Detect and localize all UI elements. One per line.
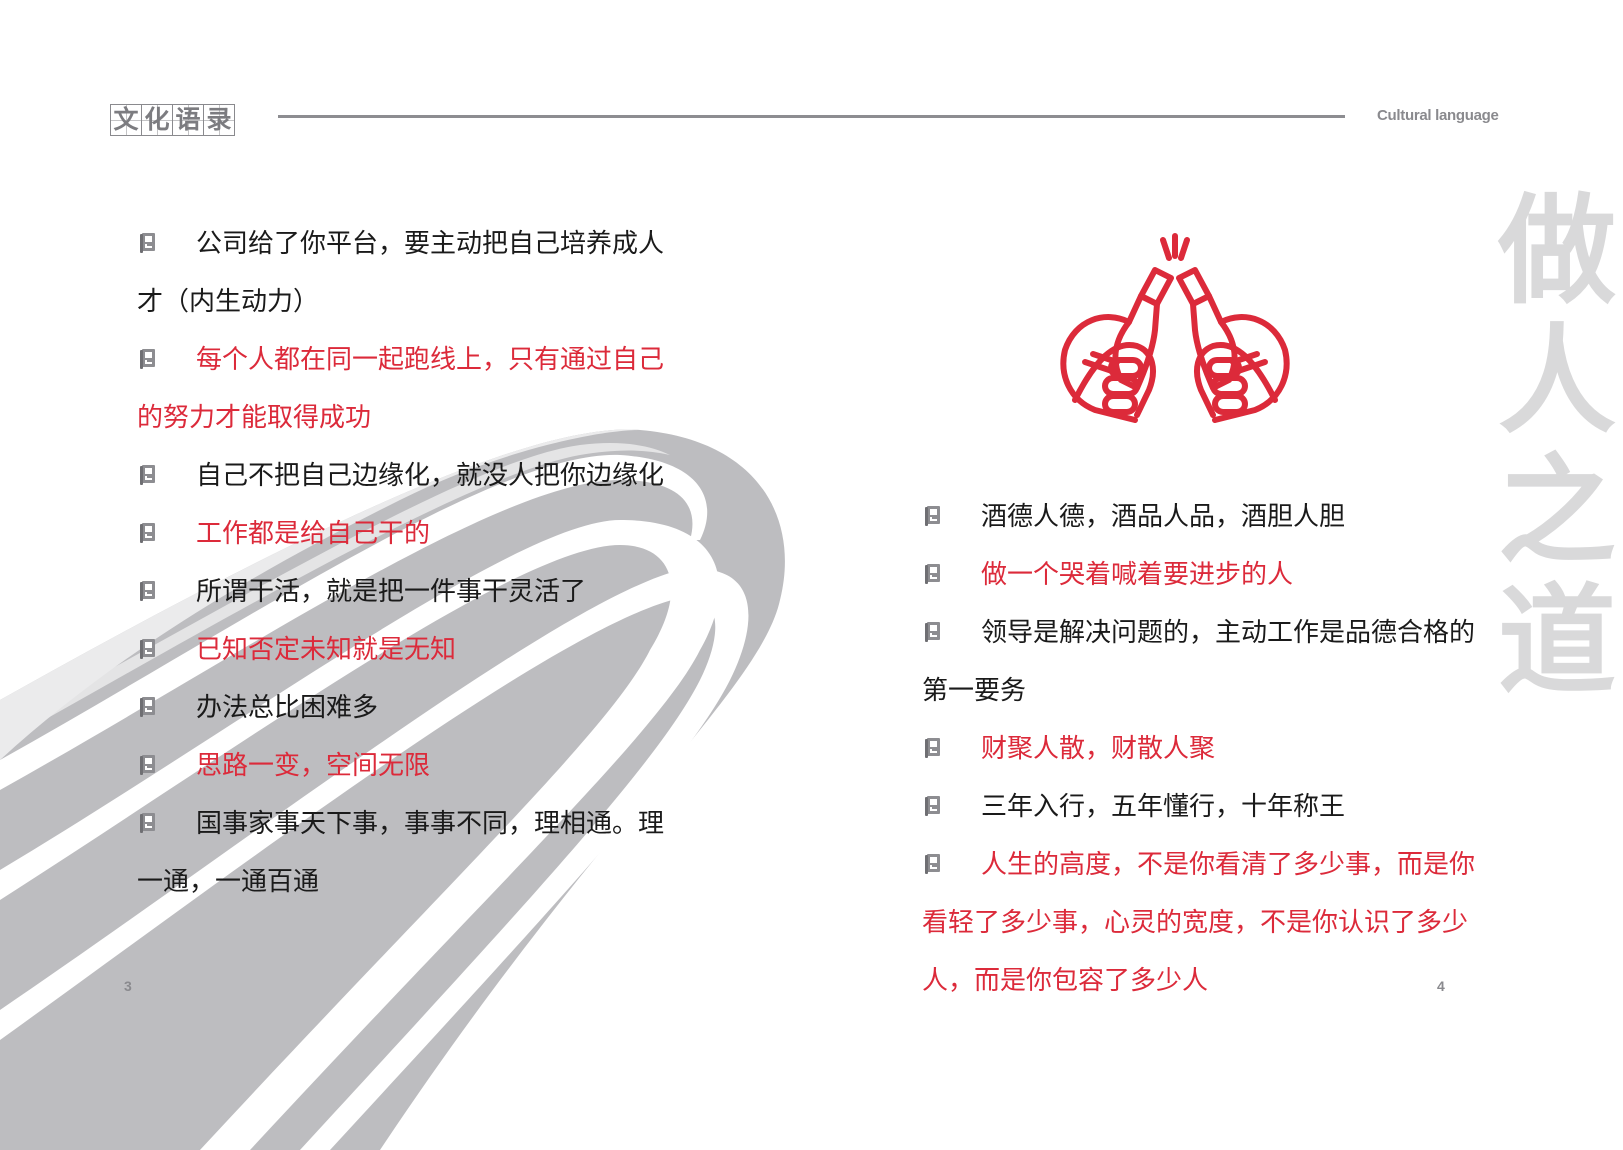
book-bullet-icon [140, 233, 156, 253]
book-bullet-icon [925, 622, 941, 642]
quote-continuation: 的努力才能取得成功 [137, 403, 372, 433]
quote-item: 所谓干活，就是把一件事干灵活了 [140, 563, 710, 621]
quote-item: 财聚人散，财散人聚 [925, 720, 1525, 778]
book-bullet-icon [140, 581, 156, 601]
book-bullet-icon [925, 854, 941, 874]
vertical-title: 做 人 之 道 [1492, 186, 1622, 706]
vertical-title-char: 做 [1497, 181, 1616, 320]
page-number-right: 4 [1437, 978, 1445, 994]
title-char: 语 [172, 104, 204, 136]
book-bullet-icon [140, 639, 156, 659]
quote-item: 办法总比困难多 [140, 679, 710, 737]
page-number-left: 3 [124, 978, 132, 994]
book-bullet-icon [140, 697, 156, 717]
quote-continuation: 第一要务 [922, 676, 1027, 706]
quote-item: 人生的高度，不是你看清了多少事，而是你 [925, 836, 1525, 894]
quote-item: 酒德人德，酒品人品，酒胆人胆 [925, 488, 1525, 546]
book-bullet-icon [140, 349, 156, 369]
vertical-title-char: 道 [1497, 571, 1616, 710]
quote-continuation: 才（内生动力） [137, 287, 320, 317]
quote-continuation: 一通，一通百通 [137, 867, 320, 897]
section-subtitle-en: Cultural language [1377, 107, 1499, 124]
toasting-bottles-icon [1060, 233, 1290, 423]
quote-item: 国事家事天下事，事事不同，理相通。理 [140, 795, 710, 853]
book-bullet-icon [140, 523, 156, 543]
book-bullet-icon [925, 506, 941, 526]
quote-item: 思路一变，空间无限 [140, 737, 710, 795]
title-char: 化 [141, 104, 173, 136]
book-bullet-icon [925, 738, 941, 758]
quote-item: 工作都是给自己干的 [140, 505, 710, 563]
title-char: 录 [203, 104, 235, 136]
header-divider [278, 115, 1345, 118]
book-bullet-icon [925, 564, 941, 584]
quote-item: 每个人都在同一起跑线上，只有通过自己 [140, 331, 710, 389]
quote-item: 公司给了你平台，要主动把自己培养成人 [140, 215, 710, 273]
book-bullet-icon [140, 813, 156, 833]
left-page-quotes: 公司给了你平台，要主动把自己培养成人 才（内生动力） 每个人都在同一起跑线上，只… [137, 215, 710, 911]
book-bullet-icon [140, 465, 156, 485]
section-title: 文 化 语 录 [110, 104, 235, 136]
vertical-title-char: 人 [1497, 311, 1616, 450]
quote-continuation: 看轻了多少事，心灵的宽度，不是你认识了多少 [922, 908, 1469, 938]
book-bullet-icon [925, 796, 941, 816]
title-char: 文 [110, 104, 142, 136]
quote-item: 领导是解决问题的，主动工作是品德合格的 [925, 604, 1525, 662]
right-page-quotes: 酒德人德，酒品人品，酒胆人胆 做一个哭着喊着要进步的人 领导是解决问题的，主动工… [922, 488, 1525, 1010]
quote-item: 自己不把自己边缘化，就没人把你边缘化 [140, 447, 710, 505]
book-bullet-icon [140, 755, 156, 775]
quote-item: 三年入行，五年懂行，十年称王 [925, 778, 1525, 836]
quote-continuation: 人，而是你包容了多少人 [922, 966, 1209, 996]
quote-item: 做一个哭着喊着要进步的人 [925, 546, 1525, 604]
quote-item: 已知否定未知就是无知 [140, 621, 710, 679]
vertical-title-char: 之 [1497, 441, 1616, 580]
